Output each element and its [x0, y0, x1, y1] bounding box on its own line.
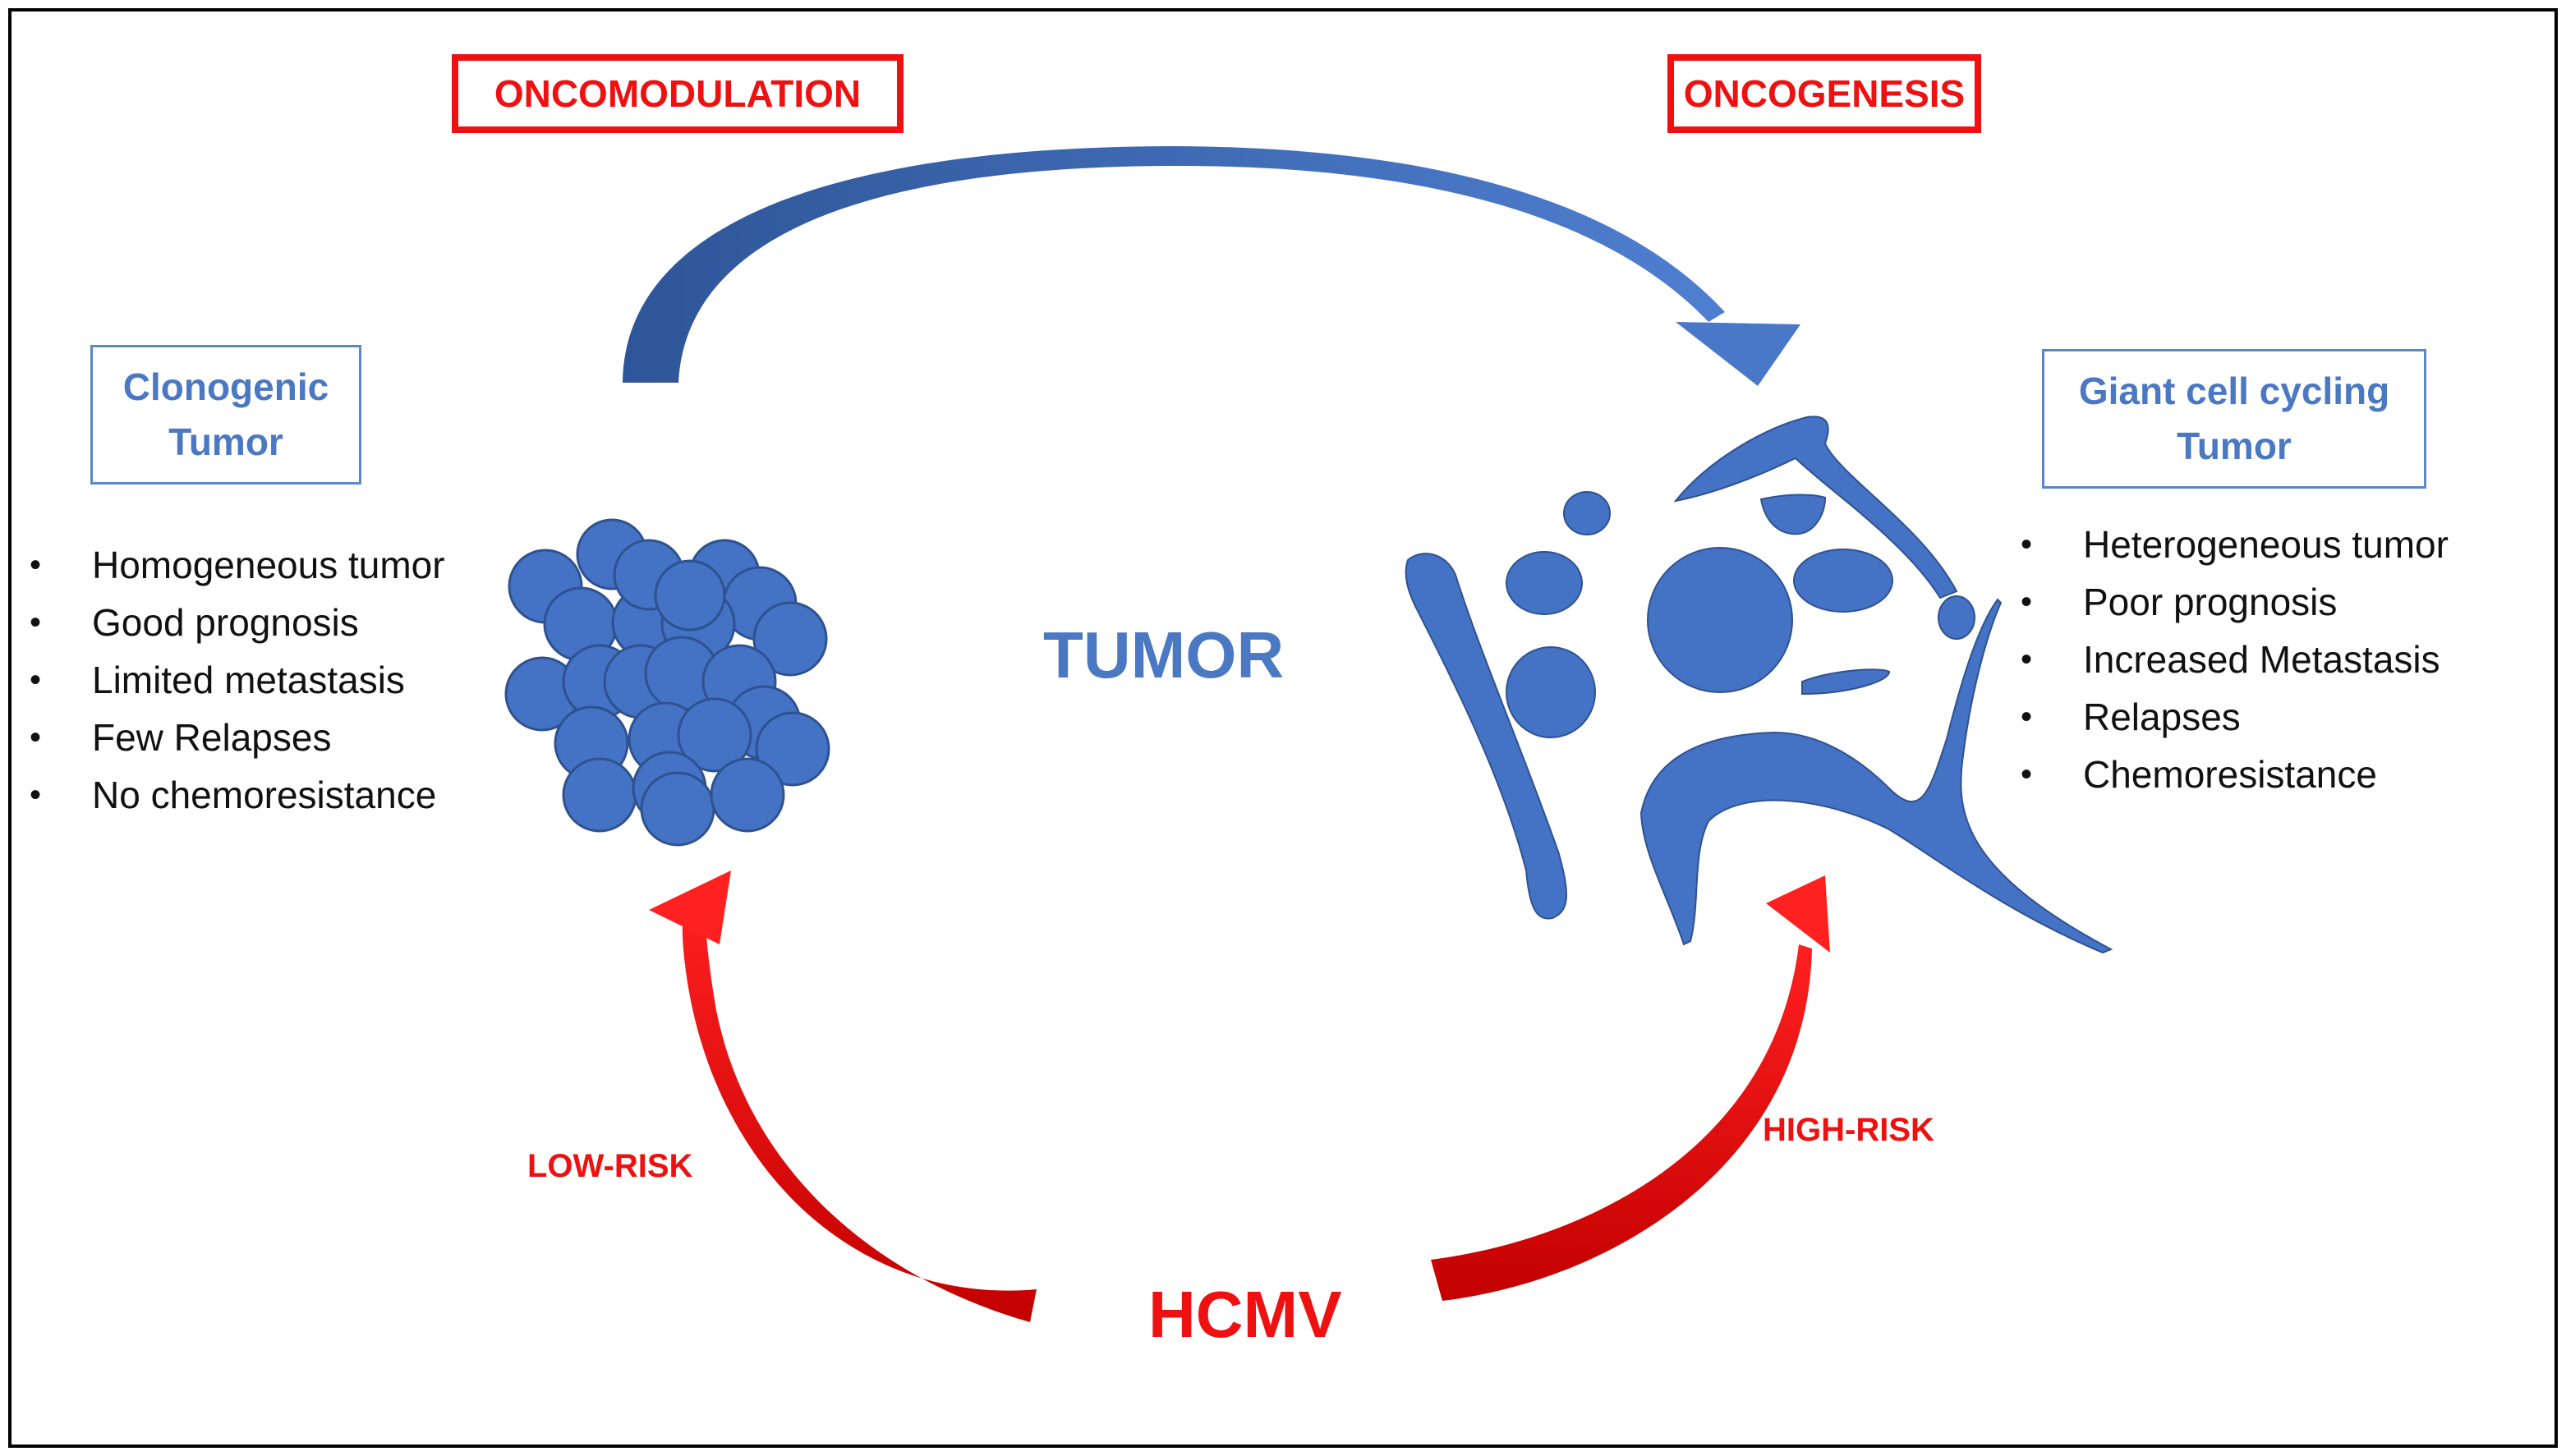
- oncogenesis-label: ONCOGENESIS: [1667, 54, 1981, 133]
- clonogenic-title-line-1: Clonogenic: [122, 365, 329, 409]
- giant-cell-feature-list: Heterogeneous tumor Poor prognosis Incre…: [2021, 516, 2449, 803]
- oncomodulation-label: ONCOMODULATION: [452, 54, 904, 133]
- giant-cell-feature-item: Chemoresistance: [2021, 746, 2449, 803]
- right-red-arrow: [1431, 875, 1830, 1301]
- clonogenic-tumor-cluster: [504, 518, 830, 847]
- giant-cell-feature-item: Heterogeneous tumor: [2021, 516, 2449, 573]
- clonogenic-title-line-2: Tumor: [168, 420, 283, 463]
- tumor-center-label: TUMOR: [1043, 618, 1285, 691]
- clonogenic-feature-item: Homogeneous tumor: [30, 536, 445, 594]
- giant-cell-title-line-1: Giant cell cycling: [2078, 370, 2390, 413]
- clonogenic-tumor-title: Clonogenic Tumor: [90, 345, 361, 485]
- giant-cell-feature-item: Poor prognosis: [2021, 573, 2449, 631]
- giant-cell-tumor: [1405, 416, 2113, 954]
- low-risk-label: LOW-RISK: [527, 1148, 693, 1184]
- high-risk-label: HIGH-RISK: [1763, 1112, 1934, 1148]
- giant-cell-tumor-title: Giant cell cycling Tumor: [2042, 349, 2426, 489]
- hcmv-label: HCMV: [1148, 1278, 1342, 1351]
- giant-cell-title-line-2: Tumor: [2177, 425, 2292, 467]
- giant-cell-feature-item: Increased Metastasis: [2021, 631, 2449, 688]
- giant-cell-feature-item: Relapses: [2021, 688, 2449, 746]
- clonogenic-feature-item: Limited metastasis: [30, 651, 445, 709]
- clonogenic-feature-item: No chemoresistance: [30, 766, 445, 824]
- top-blue-arrow: [623, 146, 1800, 386]
- left-red-arrow: [649, 870, 1037, 1322]
- clonogenic-feature-list: Homogeneous tumor Good prognosis Limited…: [30, 536, 445, 824]
- clonogenic-feature-item: Few Relapses: [30, 709, 445, 766]
- clonogenic-feature-item: Good prognosis: [30, 594, 445, 651]
